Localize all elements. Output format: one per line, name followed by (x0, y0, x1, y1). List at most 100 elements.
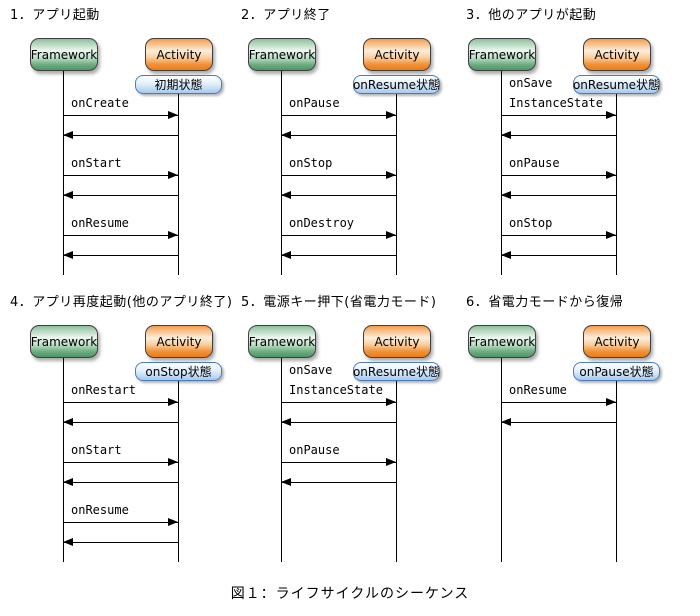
framework-box: Framework (468, 325, 536, 358)
activity-box: Activity (145, 38, 213, 71)
return-arrowhead (281, 131, 291, 139)
return-arrow (501, 135, 616, 136)
return-arrow (501, 195, 616, 196)
return-arrow (281, 195, 396, 196)
panel-title: 4．アプリ再度起動(他のアプリ終了) (10, 295, 233, 310)
return-arrowhead (281, 418, 291, 426)
call-arrow (63, 175, 178, 176)
framework-lifeline (63, 358, 64, 562)
message-label: onStart (71, 443, 122, 457)
call-arrowhead (386, 171, 396, 179)
framework-box: Framework (248, 38, 316, 71)
call-arrowhead (168, 111, 178, 119)
activity-lifeline (616, 94, 617, 275)
return-arrow (63, 542, 178, 543)
figure-caption: 図１：ライフサイクルのシーケンス (230, 586, 470, 602)
call-arrow (281, 462, 396, 463)
framework-lifeline (501, 358, 502, 562)
return-arrowhead (63, 418, 73, 426)
message-label: InstanceState (509, 96, 603, 110)
call-arrowhead (386, 231, 396, 239)
message-label: onDestroy (289, 216, 355, 230)
return-arrowhead (501, 191, 511, 199)
activity-box: Activity (145, 325, 213, 358)
activity-lifeline (178, 94, 179, 275)
call-arrow (281, 175, 396, 176)
return-arrowhead (501, 131, 511, 139)
call-arrow (63, 402, 178, 403)
call-arrow (281, 115, 396, 116)
framework-lifeline (501, 71, 502, 275)
return-arrowhead (281, 191, 291, 199)
state-badge: onResume状態 (573, 75, 660, 94)
state-badge: onPause状態 (573, 362, 660, 381)
state-badge: onStop状態 (135, 362, 222, 381)
message-label: onResume (71, 503, 129, 517)
panel-title: 3．他のアプリが起動 (466, 8, 597, 23)
call-arrowhead (606, 171, 616, 179)
return-arrowhead (501, 418, 511, 426)
call-arrowhead (168, 171, 178, 179)
call-arrowhead (606, 398, 616, 406)
call-arrow (63, 522, 178, 523)
call-arrow (501, 402, 616, 403)
return-arrow (63, 255, 178, 256)
message-label: onRestart (71, 383, 137, 397)
return-arrow (281, 255, 396, 256)
message-label: onCreate (71, 96, 129, 110)
activity-lifeline (396, 381, 397, 562)
return-arrow (501, 422, 616, 423)
panel-title: 2．アプリ終了 (241, 8, 331, 23)
activity-lifeline (396, 94, 397, 275)
call-arrowhead (168, 458, 178, 466)
framework-box: Framework (30, 38, 98, 71)
return-arrow (63, 482, 178, 483)
framework-box: Framework (30, 325, 98, 358)
message-label: InstanceState (289, 383, 383, 397)
call-arrowhead (386, 458, 396, 466)
panel-title: 1．アプリ起動 (10, 8, 100, 23)
call-arrowhead (386, 398, 396, 406)
framework-lifeline (63, 71, 64, 275)
call-arrow (501, 235, 616, 236)
message-label: onSave (289, 363, 333, 377)
call-arrow (501, 115, 616, 116)
call-arrow (501, 175, 616, 176)
framework-box: Framework (468, 38, 536, 71)
message-label: onResume (509, 383, 567, 397)
lifecycle-panel: 4．アプリ再度起動(他のアプリ終了) Framework Activity onSto… (8, 287, 232, 569)
call-arrow (281, 235, 396, 236)
return-arrowhead (63, 251, 73, 259)
panel-title: 6．省電力モードから復帰 (466, 295, 624, 310)
message-label: onPause (289, 443, 340, 457)
call-arrowhead (168, 398, 178, 406)
panel-title: 5．電源キー押下(省電力モード) (241, 295, 437, 310)
return-arrow (63, 135, 178, 136)
call-arrowhead (606, 231, 616, 239)
return-arrow (63, 422, 178, 423)
message-label: onResume (71, 216, 129, 230)
return-arrowhead (501, 251, 511, 259)
return-arrowhead (281, 251, 291, 259)
return-arrowhead (63, 538, 73, 546)
call-arrow (63, 462, 178, 463)
return-arrow (281, 422, 396, 423)
return-arrow (501, 255, 616, 256)
state-badge: 初期状態 (135, 75, 222, 94)
state-badge: onResume状態 (353, 362, 440, 381)
message-label: onStop (289, 156, 333, 170)
activity-lifeline (178, 381, 179, 562)
return-arrow (281, 482, 396, 483)
return-arrowhead (63, 191, 73, 199)
framework-lifeline (281, 71, 282, 275)
activity-box: Activity (363, 325, 431, 358)
activity-box: Activity (363, 38, 431, 71)
call-arrowhead (606, 111, 616, 119)
call-arrow (63, 115, 178, 116)
return-arrow (63, 195, 178, 196)
